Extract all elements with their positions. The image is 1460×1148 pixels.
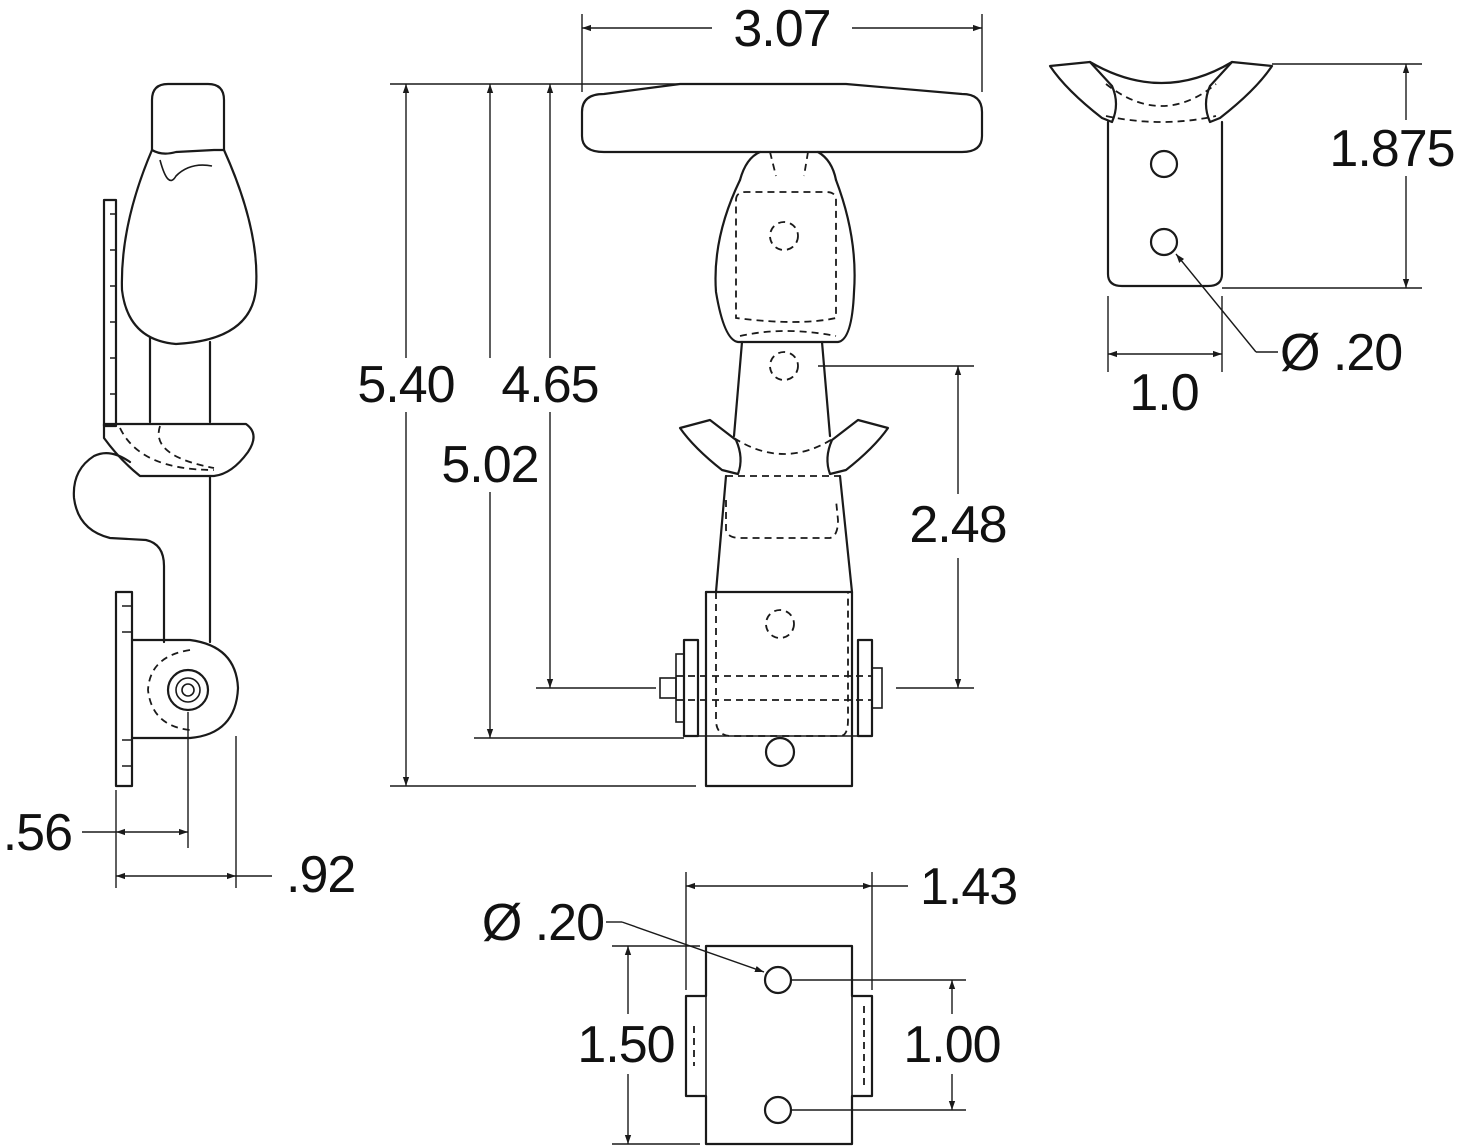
dim-keeper-hole: Ø .20 <box>1280 324 1402 382</box>
dim-base-width: 1.43 <box>920 858 1017 916</box>
dim-base-hole-spacing: 1.00 <box>903 1016 1000 1074</box>
dim-height-to-pivot: 4.65 <box>501 356 598 414</box>
dim-side-base-depth: .92 <box>286 846 355 904</box>
dim-keeper-width: 1.0 <box>1129 364 1198 422</box>
dim-overall-height: 5.40 <box>357 356 454 414</box>
base-plate-view <box>612 872 966 1146</box>
dim-height-to-base-pivot: 5.02 <box>441 436 538 494</box>
side-view <box>72 82 258 888</box>
dim-base-height: 1.50 <box>577 1016 674 1074</box>
dim-base-hole: Ø .20 <box>482 894 604 952</box>
dim-side-pivot-offset: .56 <box>3 804 72 862</box>
dimension-lines <box>82 14 1410 1144</box>
dim-keeper-to-pivot: 2.48 <box>909 496 1006 554</box>
dim-top-width: 3.07 <box>733 0 830 58</box>
dimension-labels: 3.07 5.40 4.65 5.02 2.48 1.875 1.0 Ø .20… <box>3 0 1456 1074</box>
keeper-view <box>1048 60 1422 372</box>
dim-keeper-height: 1.875 <box>1329 120 1454 178</box>
front-view <box>580 82 984 788</box>
